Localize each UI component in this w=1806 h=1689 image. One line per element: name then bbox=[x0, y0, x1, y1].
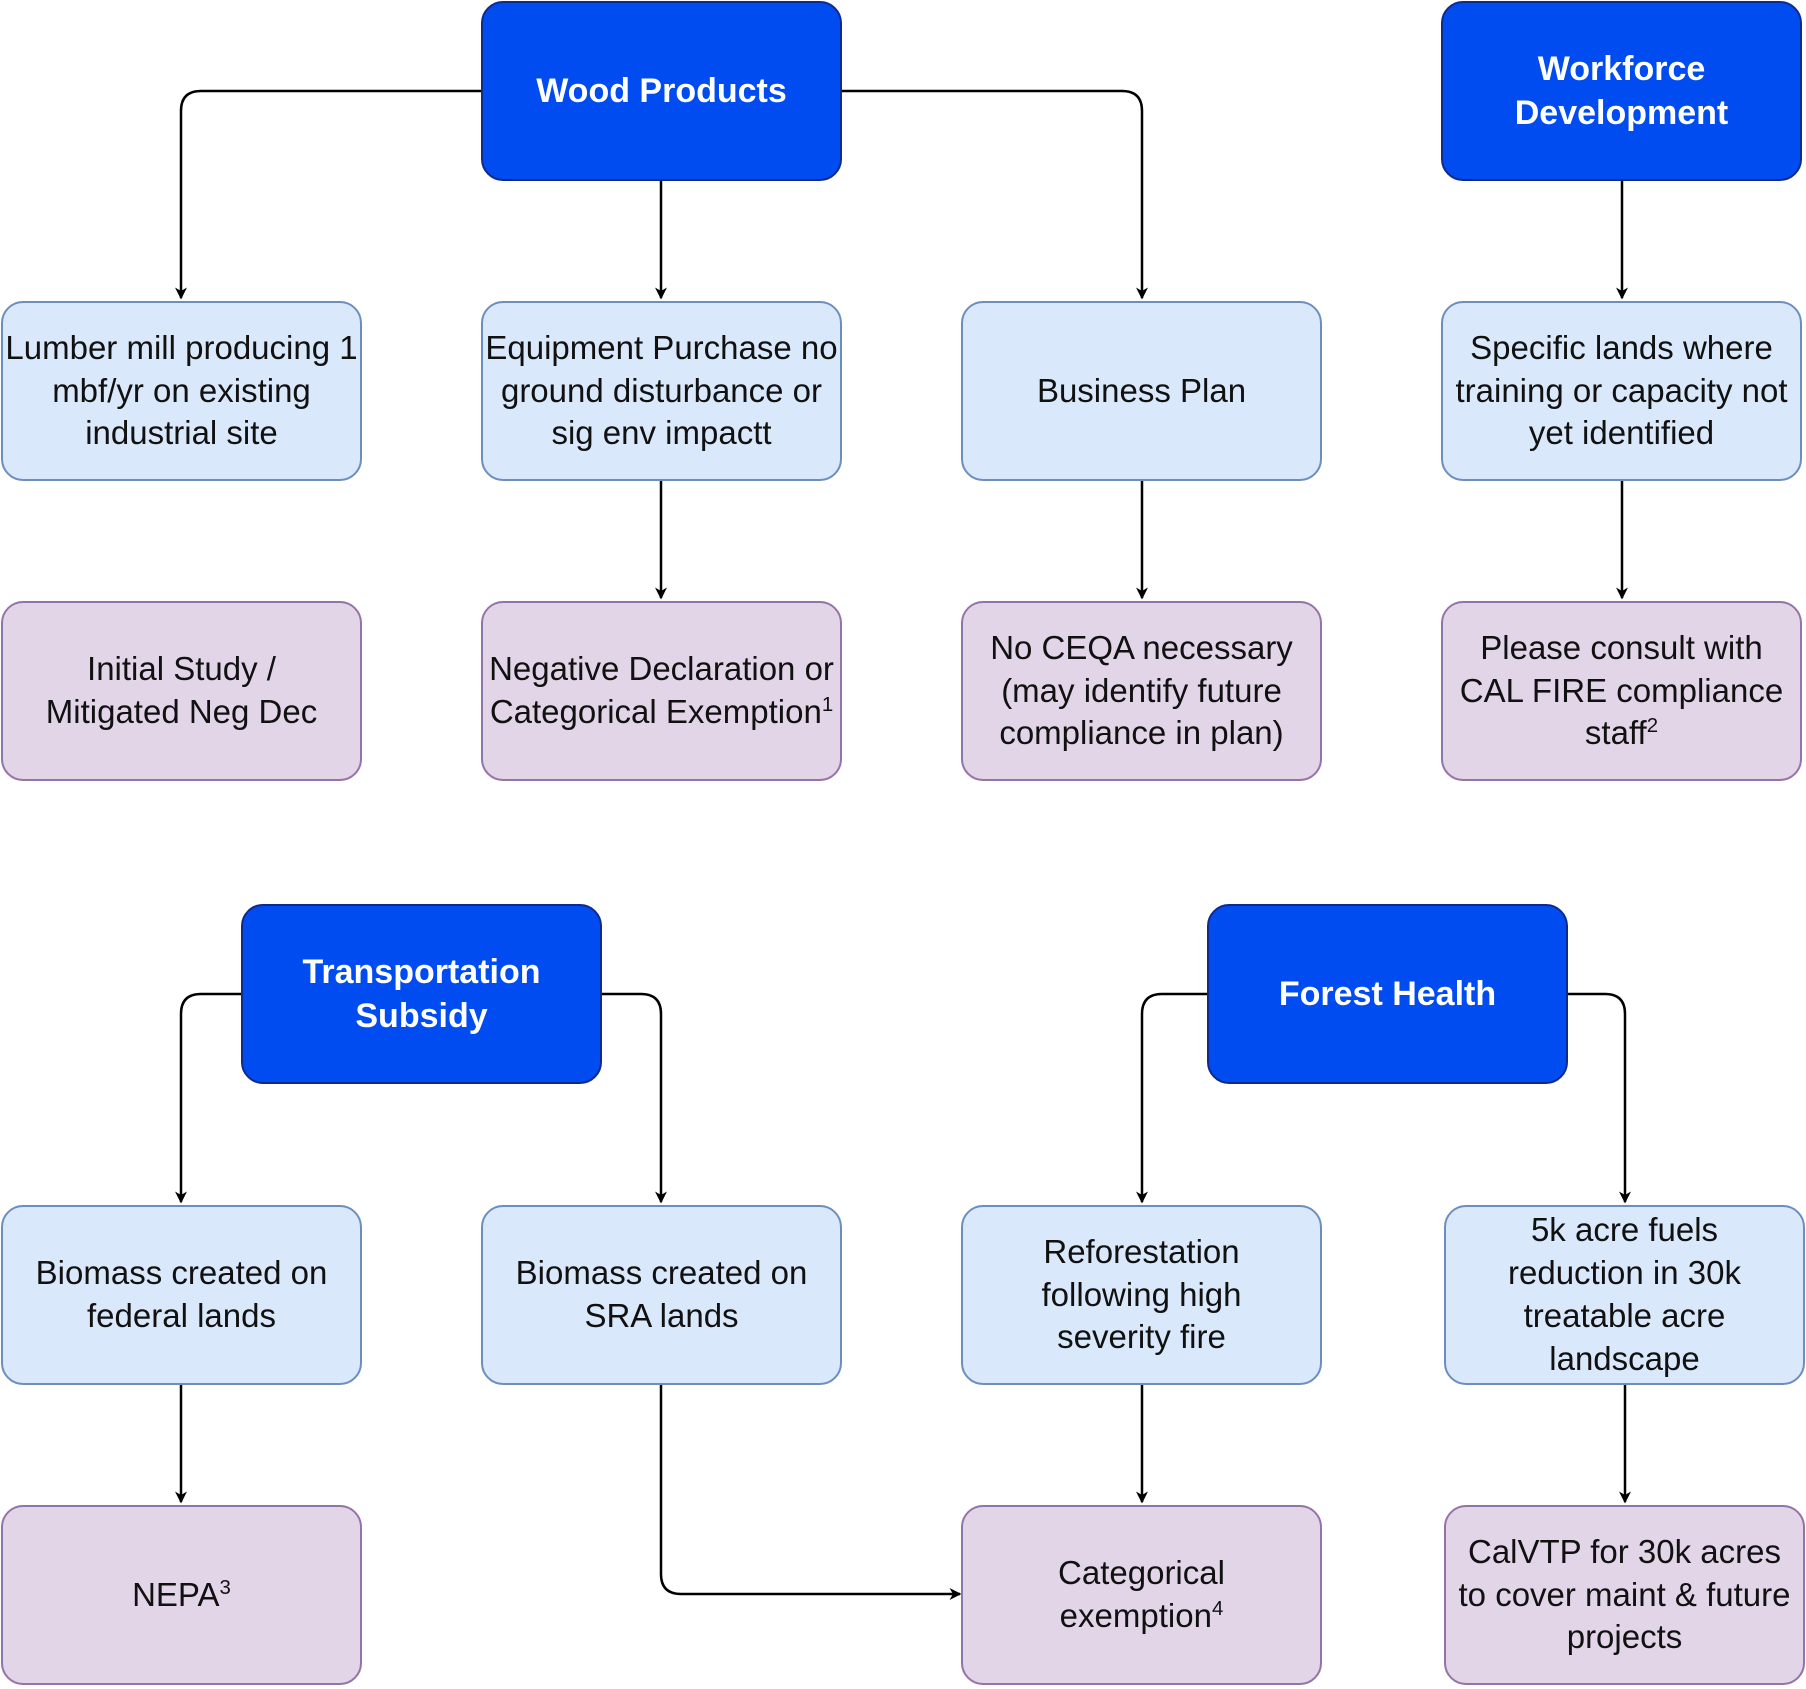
biomass-federal-node[interactable]: Biomass created on federal lands bbox=[1, 1205, 362, 1385]
initial-study-node[interactable]: Initial Study / Mitigated Neg Dec bbox=[1, 601, 362, 781]
edge-forest-to-fuels bbox=[1568, 992, 1631, 1204]
biomass-sra-label: Biomass created on SRA lands bbox=[515, 1254, 808, 1334]
edge-transport-to-federal bbox=[175, 992, 241, 1204]
workforce-development-label: Workforce Development bbox=[1514, 49, 1729, 132]
edge-sra-to-catex bbox=[659, 1385, 962, 1600]
edge-forest-to-reforest bbox=[1136, 992, 1207, 1204]
transportation-subsidy-node[interactable]: Transportation Subsidy bbox=[241, 904, 602, 1084]
initial-study-label: Initial Study / Mitigated Neg Dec bbox=[45, 650, 318, 730]
nepa-node[interactable]: NEPA3 bbox=[1, 1505, 362, 1685]
categorical-exemption-label: Categorical exemption bbox=[1058, 1554, 1225, 1634]
categorical-exemption-text: Categorical exemption4 bbox=[1043, 1552, 1240, 1638]
footnote-4-marker: 4 bbox=[1211, 1597, 1224, 1620]
workforce-development-node[interactable]: Workforce Development bbox=[1441, 1, 1802, 181]
consult-staff-label: Please consult with CAL FIRE compliance … bbox=[1459, 628, 1784, 752]
wood-products-node[interactable]: Wood Products bbox=[481, 1, 842, 181]
categorical-exemption-node[interactable]: Categorical exemption4 bbox=[961, 1505, 1322, 1685]
reforestation-node[interactable]: Reforestation following high severity fi… bbox=[961, 1205, 1322, 1385]
fuels-reduction-label: 5k acre fuels reduction in 30k treatable… bbox=[1508, 1211, 1741, 1377]
edge-wood-to-lumber bbox=[175, 89, 481, 300]
transportation-subsidy-label: Transportation Subsidy bbox=[302, 952, 541, 1035]
no-ceqa-label: No CEQA necessary (may identify future c… bbox=[990, 628, 1293, 752]
specific-lands-label: Specific lands where training or capacit… bbox=[1455, 328, 1788, 452]
forest-health-node[interactable]: Forest Health bbox=[1207, 904, 1568, 1084]
negative-declaration-node[interactable]: Negative Declaration or Categorical Exem… bbox=[481, 601, 842, 781]
biomass-federal-label: Biomass created on federal lands bbox=[35, 1254, 328, 1334]
equipment-purchase-node[interactable]: Equipment Purchase no ground disturbance… bbox=[481, 301, 842, 481]
lumber-mill-node[interactable]: Lumber mill producing 1 mbf/yr on existi… bbox=[1, 301, 362, 481]
calvtp-node[interactable]: CalVTP for 30k acres to cover maint & fu… bbox=[1444, 1505, 1805, 1685]
reforestation-label: Reforestation following high severity fi… bbox=[1041, 1232, 1242, 1356]
nepa-label: NEPA bbox=[132, 1575, 220, 1613]
equipment-purchase-label: Equipment Purchase no ground disturbance… bbox=[485, 328, 838, 452]
business-plan-node[interactable]: Business Plan bbox=[961, 301, 1322, 481]
consult-staff-node[interactable]: Please consult with CAL FIRE compliance … bbox=[1441, 601, 1802, 781]
negative-declaration-text: Negative Declaration or Categorical Exem… bbox=[485, 648, 838, 734]
edge-wood-to-business bbox=[842, 89, 1148, 300]
wood-products-label: Wood Products bbox=[536, 71, 787, 110]
calvtp-label: CalVTP for 30k acres to cover maint & fu… bbox=[1458, 1532, 1791, 1656]
footnote-2-marker: 2 bbox=[1646, 714, 1659, 738]
specific-lands-node[interactable]: Specific lands where training or capacit… bbox=[1441, 301, 1802, 481]
business-plan-label: Business Plan bbox=[1036, 371, 1247, 409]
lumber-mill-label: Lumber mill producing 1 mbf/yr on existi… bbox=[5, 328, 358, 452]
footnote-3-marker: 3 bbox=[219, 1575, 231, 1599]
biomass-sra-node[interactable]: Biomass created on SRA lands bbox=[481, 1205, 842, 1385]
nepa-text: NEPA3 bbox=[132, 1574, 231, 1617]
footnote-1-marker: 1 bbox=[821, 693, 834, 716]
forest-health-label: Forest Health bbox=[1278, 974, 1497, 1013]
consult-staff-text: Please consult with CAL FIRE compliance … bbox=[1445, 627, 1798, 756]
edge-transport-to-sra bbox=[602, 992, 667, 1204]
fuels-reduction-node[interactable]: 5k acre fuels reduction in 30k treatable… bbox=[1444, 1205, 1805, 1385]
no-ceqa-node[interactable]: No CEQA necessary (may identify future c… bbox=[961, 601, 1322, 781]
negative-declaration-label: Negative Declaration or Categorical Exem… bbox=[489, 650, 834, 730]
